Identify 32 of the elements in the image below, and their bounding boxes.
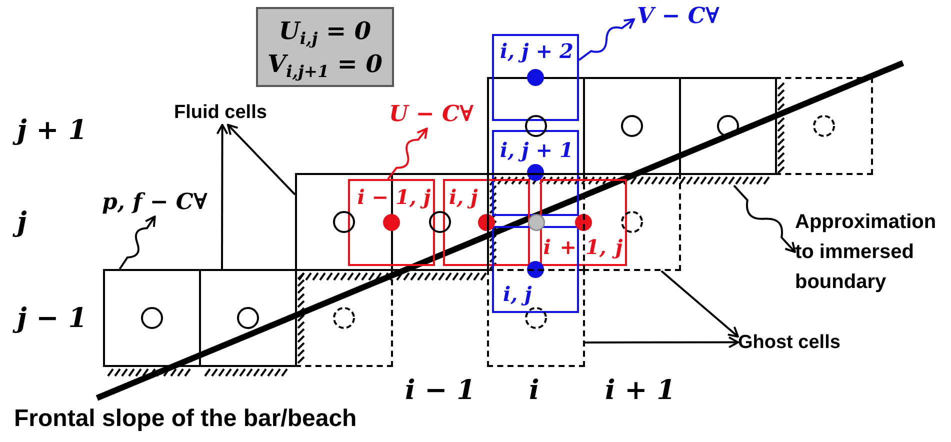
cell-index-label: i, j <box>448 184 479 210</box>
cell-index-label: i − 1, j <box>356 184 432 210</box>
callout-label: Ghost cells <box>738 332 840 355</box>
equation-text: U$_{i,j}$ = 0 <box>278 15 372 47</box>
equation-text: V$_{i,j+1}$ = 0 <box>266 48 384 80</box>
cell-index-label: i, j + 1 <box>499 137 574 163</box>
cell-index-label: i + 1, j <box>542 234 624 260</box>
row-index-label: j <box>14 204 30 240</box>
leader-arrow <box>578 18 635 61</box>
row-index-label: j + 1 <box>14 112 90 148</box>
callout-label: Approximation to immersed boundary <box>795 207 947 297</box>
leader-arrow <box>387 128 428 180</box>
leader-arrow <box>216 124 228 269</box>
control-volume-box <box>492 34 579 121</box>
cell-index-label: i, j + 2 <box>499 38 574 64</box>
ghost-cell <box>775 77 873 175</box>
leader-arrow <box>226 124 296 196</box>
leader-arrow <box>118 216 156 270</box>
cell-index-label: i, j <box>502 281 533 307</box>
column-index-label: i − 1 <box>404 374 476 408</box>
column-index-label: i <box>528 374 540 408</box>
column-index-label: i + 1 <box>604 374 676 408</box>
slope-caption: Frontal slope of the bar/beach <box>14 405 357 434</box>
row-index-label: j − 1 <box>14 300 90 336</box>
callout-label: p, f − C∀ <box>99 188 211 217</box>
leader-arrow <box>733 184 796 253</box>
condition-box <box>256 7 394 87</box>
callout-label: V − C∀ <box>634 2 722 31</box>
callout-label: U − C∀ <box>386 100 477 129</box>
leader-arrow <box>585 336 739 348</box>
callout-label: Fluid cells <box>174 102 267 125</box>
leader-arrow <box>660 270 739 338</box>
